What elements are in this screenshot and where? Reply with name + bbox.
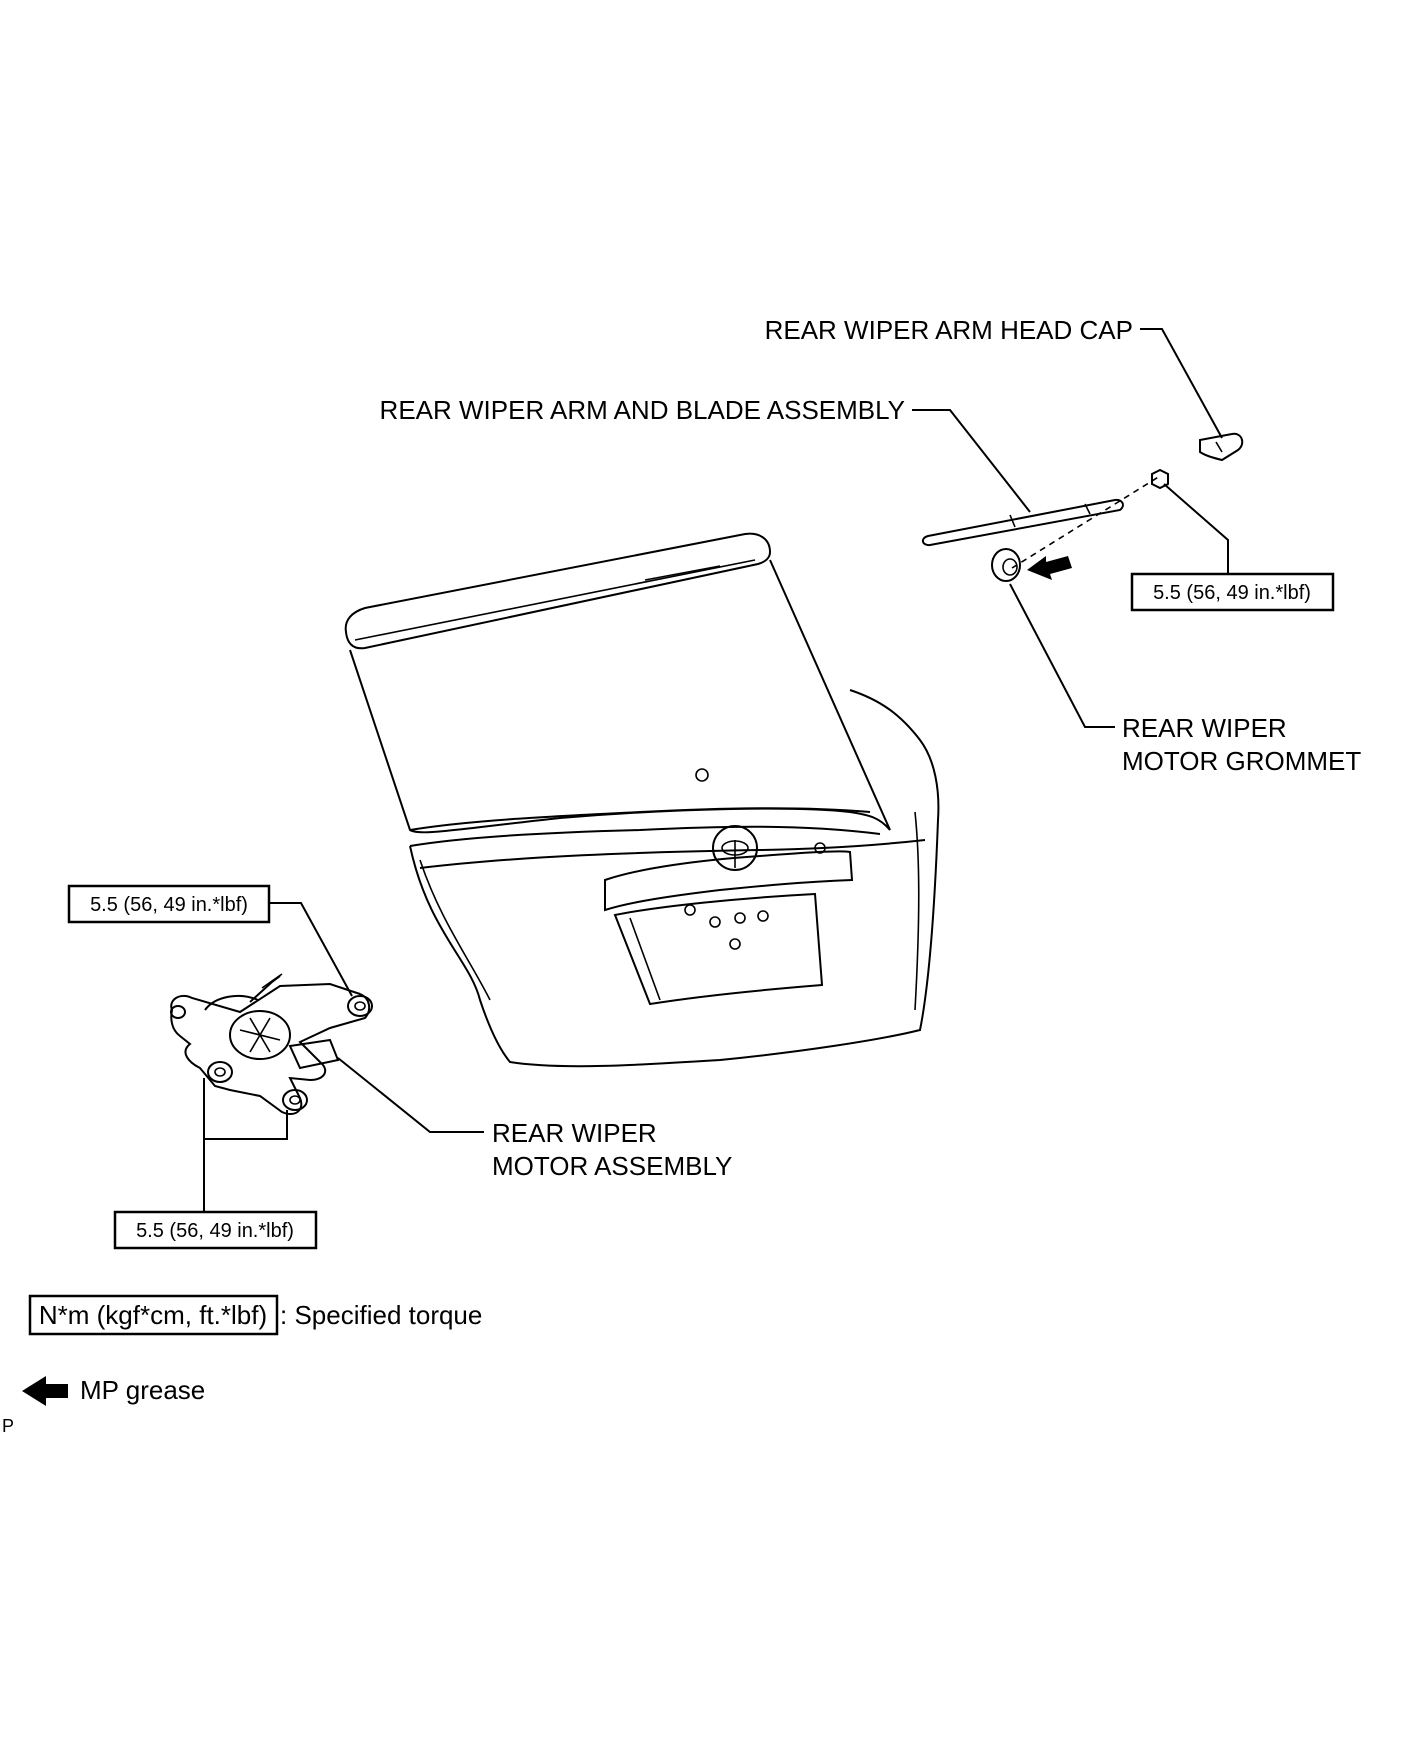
arm-head-cap-label: REAR WIPER ARM HEAD CAP	[765, 315, 1133, 345]
torque-value: 5.5 (56, 49 in.*lbf)	[1153, 582, 1311, 604]
legend-grease-desc: MP grease	[80, 1375, 205, 1405]
motor-label-line2: MOTOR ASSEMBLY	[492, 1151, 732, 1181]
grease-arrow-icon	[1027, 556, 1072, 580]
legend-grease: MP grease	[22, 1375, 205, 1406]
torque-box-arm-nut: 5.5 (56, 49 in.*lbf)	[1130, 572, 1335, 612]
legend-torque-unit: N*m (kgf*cm, ft.*lbf)	[39, 1300, 267, 1330]
torque-box-motor-lower: 5.5 (56, 49 in.*lbf)	[113, 1210, 318, 1250]
arm-head-cap	[1199, 432, 1244, 462]
grommet-label-line2: MOTOR GROMMET	[1122, 746, 1361, 776]
legend-torque: N*m (kgf*cm, ft.*lbf) : Specified torque	[28, 1294, 482, 1336]
footer-mark: P	[2, 1416, 14, 1436]
assembly-dashed-line	[1011, 475, 1161, 569]
legend-torque-desc: : Specified torque	[280, 1300, 482, 1330]
wiper-arm-blade	[922, 498, 1124, 547]
torque-value: 5.5 (56, 49 in.*lbf)	[90, 894, 248, 916]
motor-label-line1: REAR WIPER	[492, 1118, 657, 1148]
torque-value: 5.5 (56, 49 in.*lbf)	[136, 1220, 294, 1242]
leader-lines	[203, 328, 1229, 1212]
wiper-motor-assembly	[170, 973, 373, 1116]
arm-blade-label: REAR WIPER ARM AND BLADE ASSEMBLY	[380, 395, 905, 425]
back-door	[344, 532, 940, 1068]
arm-nut	[1151, 468, 1169, 490]
torque-box-motor-upper: 5.5 (56, 49 in.*lbf)	[67, 884, 271, 924]
grommet-label-line1: REAR WIPER	[1122, 713, 1287, 743]
grommet	[991, 548, 1021, 582]
legend-grease-arrow-icon	[22, 1376, 68, 1406]
